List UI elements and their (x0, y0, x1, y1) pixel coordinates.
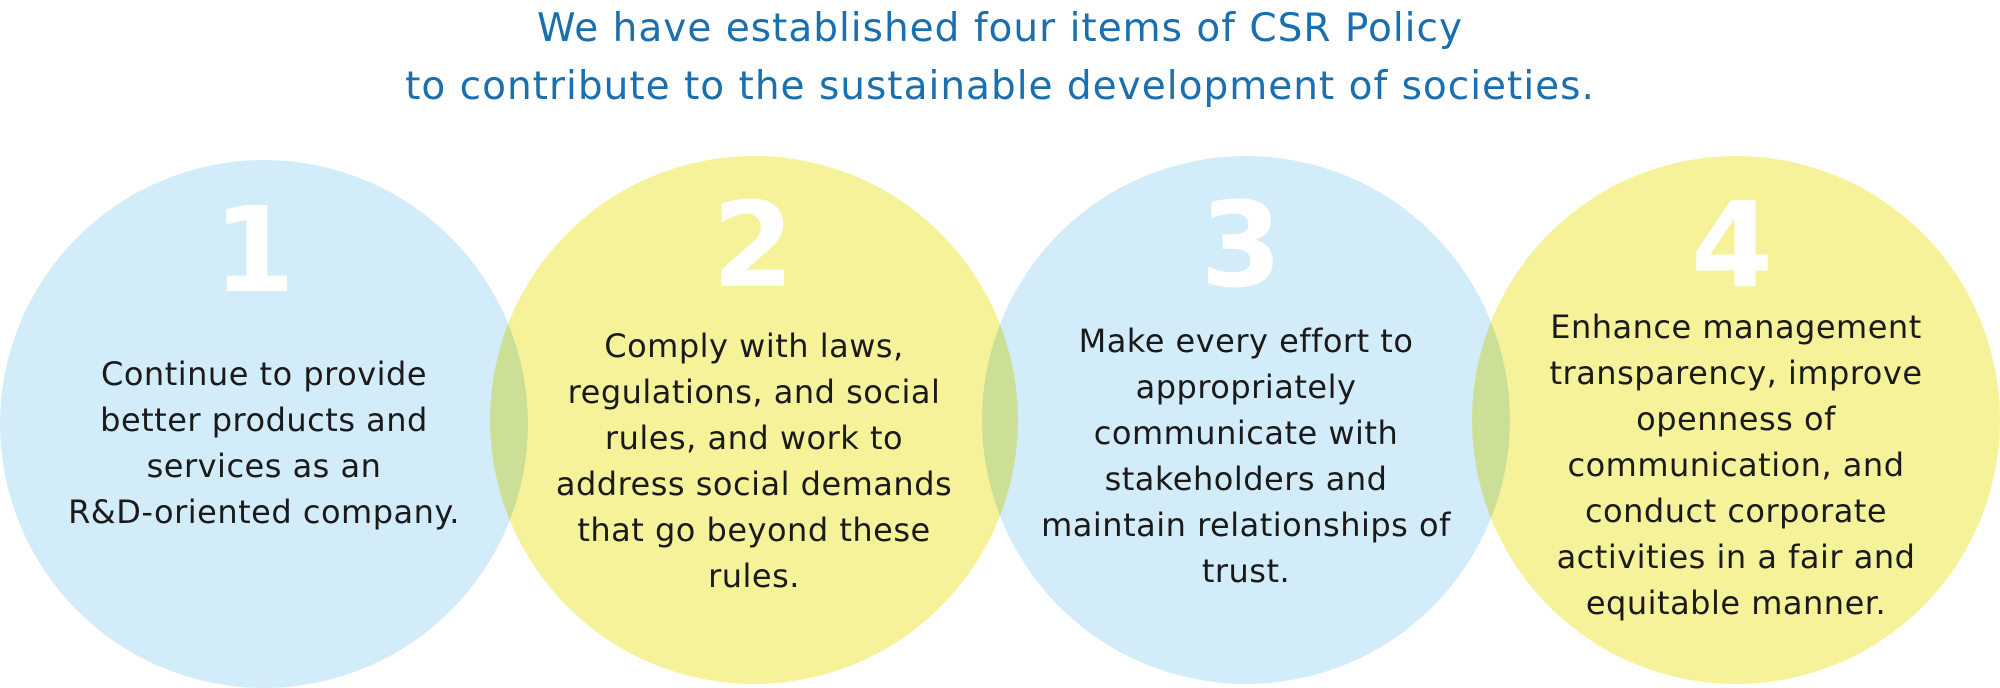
policy-number-2: 2 (711, 176, 795, 314)
policy-circle-2 (490, 156, 1018, 684)
policy-number-4: 4 (1690, 176, 1774, 314)
policy-text-line: activities in a fair and (1556, 538, 1916, 576)
policy-circle-4 (1472, 156, 2000, 684)
policy-text-line: communicate with (1093, 414, 1399, 452)
policy-text-line: conduct corporate (1584, 492, 1888, 530)
policy-text-line: stakeholders and (1104, 460, 1388, 498)
page-heading: We have established four items of CSR Po… (0, 0, 2000, 116)
policy-text-line: Make every effort to (1078, 322, 1414, 360)
heading-line-2: to contribute to the sustainable develop… (405, 64, 1595, 109)
policy-text-1: Continue to provide better products and … (24, 351, 504, 535)
policy-text-line: maintain relationships of (1041, 506, 1451, 544)
policy-number-3: 3 (1199, 176, 1283, 314)
policy-number-1: 1 (212, 181, 296, 319)
policy-text-line: transparency, improve (1549, 354, 1923, 392)
policy-text-line: Comply with laws, (604, 327, 904, 365)
policy-text-3: Make every effort to appropriately commu… (1006, 318, 1486, 594)
policy-text-line: services as an (146, 447, 382, 485)
policy-text-line: rules, and work to (604, 419, 904, 457)
policy-text-4: Enhance management transparency, improve… (1496, 304, 1976, 626)
heading-line-1: We have established four items of CSR Po… (536, 6, 1464, 51)
policy-text-line: Enhance management (1550, 308, 1922, 346)
policy-text-2: Comply with laws, regulations, and socia… (514, 323, 994, 599)
policy-text-line: R&D-oriented company. (68, 493, 460, 531)
policy-text-line: regulations, and social (567, 373, 941, 411)
policy-text-line: communication, and (1567, 446, 1905, 484)
policy-text-line: openness of (1636, 400, 1836, 438)
policy-text-line: address social demands (555, 465, 953, 503)
policy-text-line: appropriately (1135, 368, 1357, 406)
policy-text-line: trust. (1201, 552, 1291, 590)
policy-text-line: better products and (100, 401, 428, 439)
policy-text-line: Continue to provide (100, 355, 428, 393)
policy-text-line: rules. (708, 557, 800, 595)
policy-text-line: equitable manner. (1585, 584, 1887, 622)
policy-circle-3 (982, 156, 1510, 684)
policy-circle-1 (0, 160, 528, 688)
policy-text-line: that go beyond these (577, 511, 931, 549)
